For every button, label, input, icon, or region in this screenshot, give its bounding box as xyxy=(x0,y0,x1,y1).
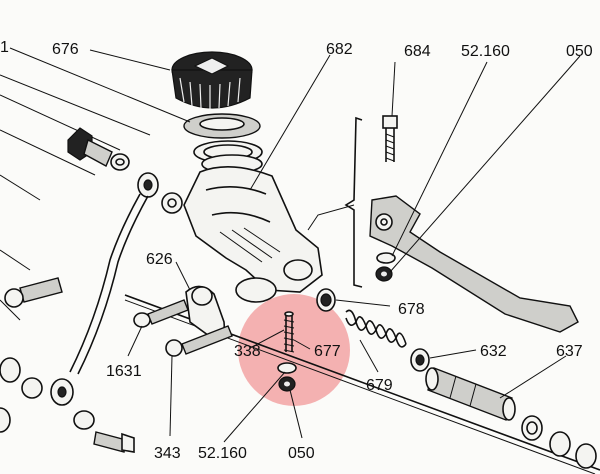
spring-679 xyxy=(345,309,407,348)
label-676: 676 xyxy=(52,41,79,58)
label-1: 1 xyxy=(0,39,9,56)
label-679: 679 xyxy=(366,377,393,394)
lever-bracket xyxy=(344,116,363,288)
clamp-bolt-1631 xyxy=(133,299,189,328)
label-343: 343 xyxy=(154,445,181,462)
bolt-684 xyxy=(382,115,398,162)
master-cylinder-body xyxy=(183,166,323,303)
seal-678 xyxy=(316,288,336,312)
part-labels: 1 676 682 684 52.160 050 626 678 338 677… xyxy=(0,39,593,462)
label-678: 678 xyxy=(398,301,425,318)
label-637: 637 xyxy=(556,343,583,360)
label-684: 684 xyxy=(404,43,431,60)
brake-lever xyxy=(369,195,579,333)
bottom-right-parts xyxy=(521,415,597,469)
part-677-assembly xyxy=(277,311,297,392)
brake-hose xyxy=(50,172,183,406)
label-682: 682 xyxy=(326,41,353,58)
reservoir-cap xyxy=(171,51,253,109)
stud-338 xyxy=(165,325,233,357)
banjo-bolt xyxy=(67,127,130,171)
cap-gaskets xyxy=(183,113,263,174)
label-338: 338 xyxy=(234,343,261,360)
leader-lines xyxy=(9,47,581,443)
highlight-circle xyxy=(238,294,350,406)
label-1631: 1631 xyxy=(106,363,142,380)
label-050-bottom: 050 xyxy=(288,445,315,462)
washer-632 xyxy=(410,348,430,372)
label-632: 632 xyxy=(480,343,507,360)
left-fittings xyxy=(0,277,135,453)
piston-637 xyxy=(425,367,516,421)
label-52160-top: 52.160 xyxy=(461,43,510,60)
label-677: 677 xyxy=(314,343,341,360)
label-626: 626 xyxy=(146,251,173,268)
label-52160-bottom: 52.160 xyxy=(198,445,247,462)
label-050-top: 050 xyxy=(566,43,593,60)
lever-nut xyxy=(375,252,396,282)
